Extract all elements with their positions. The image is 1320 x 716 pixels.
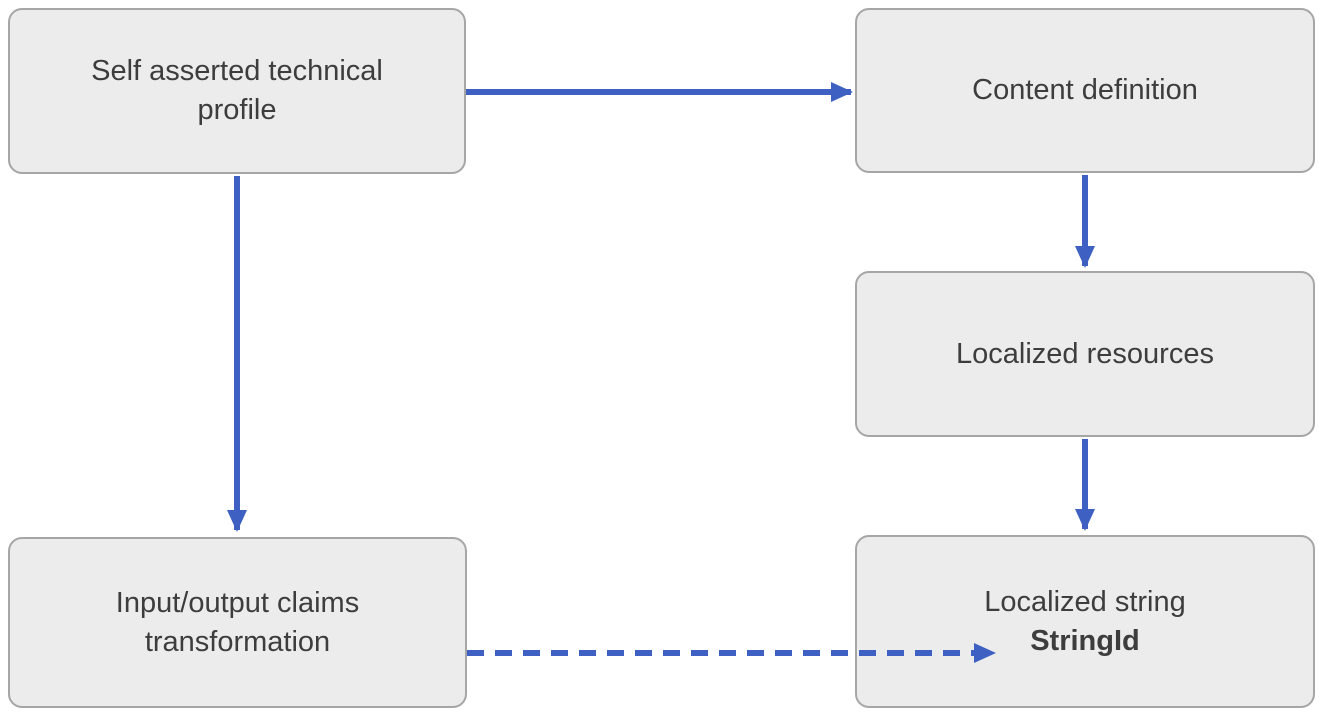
node-label-line: profile <box>197 94 277 126</box>
node-label-line: Input/output claims <box>115 586 360 619</box>
node-label-line: Localized string <box>984 585 1186 618</box>
node-self-asserted-technical-profile: Self asserted technical profile <box>8 8 466 174</box>
node-label-line: transformation <box>144 625 331 658</box>
node-input-output-claims-transformation: Input/output claims transformation <box>8 537 467 708</box>
node-label-string-id: StringId <box>1030 624 1140 657</box>
node-localized-string: Localized string StringId <box>855 535 1315 708</box>
node-label-line: Content definition <box>972 74 1198 106</box>
node-label-line: Localized resources <box>956 337 1214 370</box>
node-localized-resources: Localized resources <box>855 271 1315 437</box>
node-content-definition: Content definition <box>855 8 1315 173</box>
node-label-line: Self asserted technical <box>91 55 383 87</box>
